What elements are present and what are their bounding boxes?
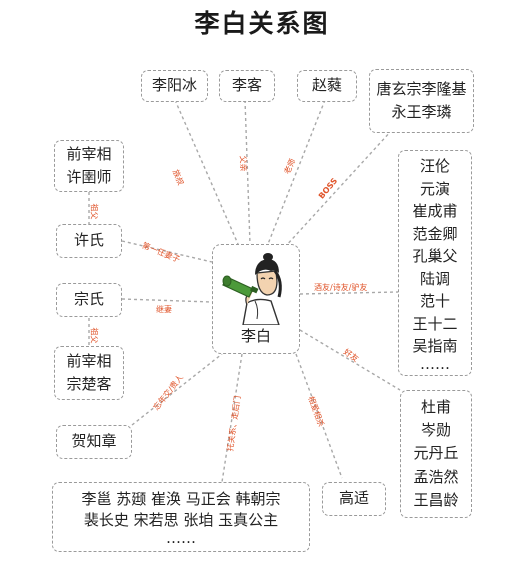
node-label: 范十 <box>419 292 450 310</box>
node-label: 崔成甫 <box>412 202 458 220</box>
node-zong-shi: 宗氏 <box>56 283 122 317</box>
node-xu-shi: 许氏 <box>56 224 122 258</box>
node-label: 岑勋 <box>420 421 451 440</box>
node-poets: 杜甫 岑勋 元丹丘 孟浩然 王昌龄 <box>400 390 472 518</box>
node-label: 王十二 <box>412 314 458 333</box>
edge-label-ke: 父亲 <box>238 155 248 172</box>
node-li-yangbing: 李阳冰 <box>141 70 208 102</box>
node-label: 永王李璘 <box>391 103 452 121</box>
node-label: 杜甫 <box>420 397 451 416</box>
node-friends: 汪伦 元演 崔成甫 范金卿 孔巢父 陆调 范十 王十二 吴指南 …… <box>398 150 472 376</box>
node-label: 宗楚客 <box>66 375 112 393</box>
node-label: 元丹丘 <box>413 444 459 463</box>
li-bai-portrait-icon <box>222 253 282 325</box>
edge-label-grandfather-xu: 祖父 <box>89 203 99 220</box>
center-label: 李白 <box>240 327 271 345</box>
node-label: 元演 <box>419 179 450 198</box>
node-li-ke: 李客 <box>219 70 275 102</box>
edge-label-zong-shi: 继妻 <box>156 305 172 314</box>
node-officials: 李邕 苏颋 崔涣 马正会 韩朝宗 裴长史 宋若思 张垍 玉真公主 …… <box>52 482 310 552</box>
node-label: 唐玄宗李隆基 <box>376 79 467 98</box>
node-label: …… <box>166 529 196 547</box>
node-label: 宗氏 <box>73 290 104 309</box>
node-zhao-rui: 赵蕤 <box>297 70 357 102</box>
node-label: 前宰相 <box>66 351 112 370</box>
edge-label-grandfather-zong: 祖父 <box>89 327 99 344</box>
node-label: 贺知章 <box>71 432 117 451</box>
node-label: 王昌龄 <box>413 490 459 509</box>
node-emperor: 唐玄宗李隆基 永王李璘 <box>369 69 474 133</box>
node-grandfather-zong: 前宰相 宗楚客 <box>54 346 124 400</box>
diagram-title: 李白关系图 <box>194 9 330 38</box>
node-label: 赵蕤 <box>311 76 342 95</box>
node-label: 孔巢父 <box>412 247 458 265</box>
node-label: 裴长史 宋若思 张垍 玉真公主 <box>83 511 279 530</box>
node-label: 吴指南 <box>412 337 458 355</box>
node-label: 李阳冰 <box>151 76 197 95</box>
node-grandfather-xu: 前宰相 许圉师 <box>54 140 124 192</box>
node-gao-shi: 高适 <box>322 482 386 516</box>
node-label: 前宰相 <box>66 144 112 163</box>
node-label: 李客 <box>231 76 262 95</box>
node-label: 高适 <box>338 489 369 508</box>
node-label: 陆调 <box>419 269 450 288</box>
edge-label-friends: 酒友/诗友/驴友 <box>314 283 368 292</box>
node-label: 孟浩然 <box>413 467 459 486</box>
node-label: 许氏 <box>73 231 104 250</box>
node-label: 许圉师 <box>66 168 112 186</box>
node-label: …… <box>420 354 450 373</box>
node-he-zhizhang: 贺知章 <box>56 425 132 459</box>
node-label: 范金卿 <box>412 224 458 243</box>
node-label: 李邕 苏颋 崔涣 马正会 韩朝宗 <box>81 489 281 508</box>
node-label: 汪伦 <box>419 157 450 175</box>
center-node-li-bai: 李白 <box>212 244 300 354</box>
